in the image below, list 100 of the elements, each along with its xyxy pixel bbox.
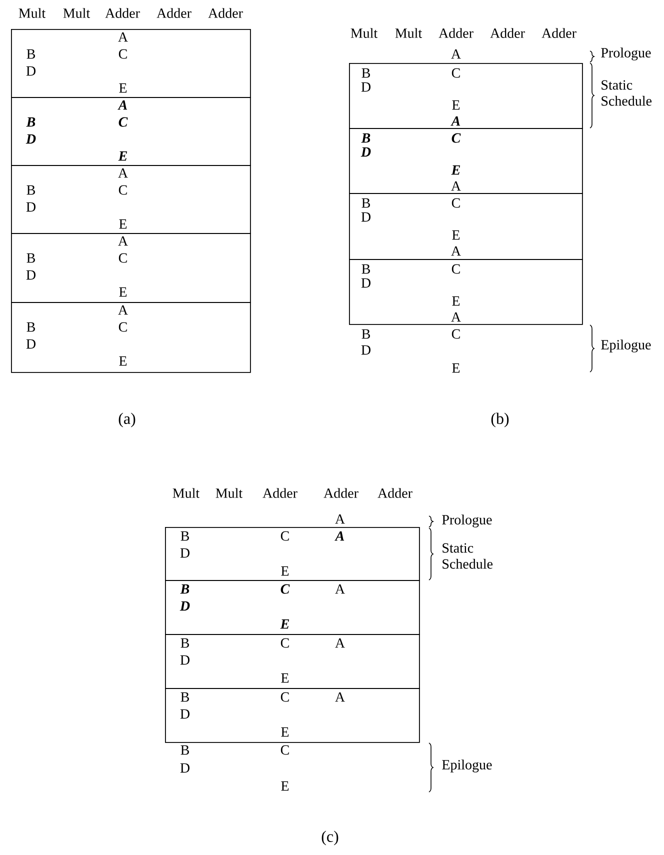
operation-label: E — [281, 673, 289, 683]
operation-label: D — [180, 548, 190, 558]
operation-label: D — [26, 134, 36, 144]
operation-label: C — [452, 198, 460, 208]
operation-label: D — [26, 66, 36, 76]
panel-caption: (a) — [118, 412, 136, 428]
operation-label: A — [334, 531, 344, 541]
schedule-row — [349, 193, 583, 260]
operation-label: A — [335, 584, 345, 594]
operation-label: C — [452, 133, 461, 143]
operation-label: B — [180, 692, 189, 702]
operation-label: C — [280, 692, 289, 702]
operation-label: D — [180, 601, 190, 611]
operation-label: D — [361, 212, 370, 222]
operation-label: C — [118, 49, 127, 59]
operation-label: D — [360, 147, 371, 157]
operation-label: A — [118, 100, 128, 110]
operation-label: E — [281, 566, 289, 576]
operation-label: B — [26, 322, 35, 332]
schedule-row — [165, 688, 420, 743]
operation-label: A — [451, 246, 461, 256]
operation-label: D — [180, 763, 190, 773]
column-header: Mult — [172, 488, 200, 498]
operation-label: E — [452, 363, 460, 373]
operation-label: B — [26, 253, 35, 263]
column-header: Adder — [490, 28, 525, 38]
operation-label: B — [362, 264, 370, 274]
operation-label: B — [180, 531, 189, 541]
operation-label: D — [180, 709, 190, 719]
operation-label: B — [180, 584, 190, 594]
operation-label: A — [451, 312, 461, 322]
operation-label: E — [118, 151, 128, 161]
operation-label: A — [335, 692, 345, 702]
panel-caption: (c) — [322, 830, 338, 846]
column-header: Adder — [378, 488, 412, 498]
operation-label: D — [361, 278, 370, 288]
operation-label: C — [118, 322, 127, 332]
schedule-row — [165, 634, 420, 689]
operation-label: C — [280, 531, 289, 541]
schedule-row — [11, 302, 251, 373]
operation-label: A — [118, 32, 128, 42]
operation-label: B — [26, 185, 35, 195]
operation-label: D — [26, 202, 36, 212]
operation-label: B — [26, 49, 35, 59]
operation-label: E — [119, 83, 127, 93]
column-header: Mult — [350, 28, 378, 38]
operation-label: A — [118, 305, 128, 315]
column-header: Adder — [542, 28, 576, 38]
schedule-row — [349, 259, 583, 325]
schedule-row — [11, 97, 251, 166]
column-header: Mult — [395, 28, 422, 38]
brace-label: Prologue — [442, 514, 492, 528]
operation-label: D — [361, 82, 370, 92]
column-header: Mult — [216, 488, 243, 498]
operation-label: A — [118, 168, 128, 178]
operation-label: E — [281, 727, 289, 737]
operation-label: C — [280, 584, 290, 594]
schedule-row — [349, 128, 583, 194]
operation-label: E — [452, 100, 460, 110]
schedule-row — [11, 165, 251, 234]
operation-label: B — [26, 117, 36, 127]
brace-label: Epilogue — [442, 760, 492, 772]
column-header: Adder — [324, 488, 358, 498]
operation-label: E — [280, 619, 290, 629]
brace-label: Epilogue — [601, 340, 651, 352]
operation-label: C — [280, 638, 289, 648]
operation-label: C — [452, 68, 460, 78]
operation-label: C — [452, 264, 460, 274]
brace-label: Static Schedule — [602, 80, 652, 106]
column-header: Adder — [262, 488, 298, 498]
operation-label: A — [118, 236, 128, 246]
column-header: Adder — [438, 28, 474, 38]
operation-label: E — [451, 165, 460, 175]
operation-label: D — [26, 339, 36, 349]
operation-label: A — [450, 116, 460, 126]
operation-label: C — [118, 253, 127, 263]
operation-label: B — [180, 638, 189, 648]
operation-label: B — [361, 133, 370, 143]
schedule-row — [11, 233, 251, 303]
brace-label: Prologue — [601, 48, 651, 60]
operation-label: B — [362, 68, 370, 78]
operation-label: E — [119, 287, 127, 297]
operation-label: E — [119, 219, 127, 229]
operation-label: A — [335, 638, 345, 648]
panel-caption: (b) — [491, 412, 509, 428]
operation-label: E — [119, 356, 127, 366]
schedule-row — [349, 63, 583, 129]
operation-label: E — [452, 296, 460, 306]
operation-label: A — [451, 181, 461, 191]
operation-label: D — [26, 270, 36, 280]
operation-label: E — [452, 230, 460, 240]
operation-label: B — [362, 198, 370, 208]
schedule-row — [165, 527, 420, 581]
operation-label: E — [281, 781, 289, 791]
operation-label: D — [180, 655, 190, 665]
operation-label: C — [118, 117, 128, 127]
operation-label: C — [118, 185, 127, 195]
operation-label: D — [361, 345, 370, 355]
schedule-row — [165, 580, 420, 635]
schedule-row — [11, 29, 251, 98]
